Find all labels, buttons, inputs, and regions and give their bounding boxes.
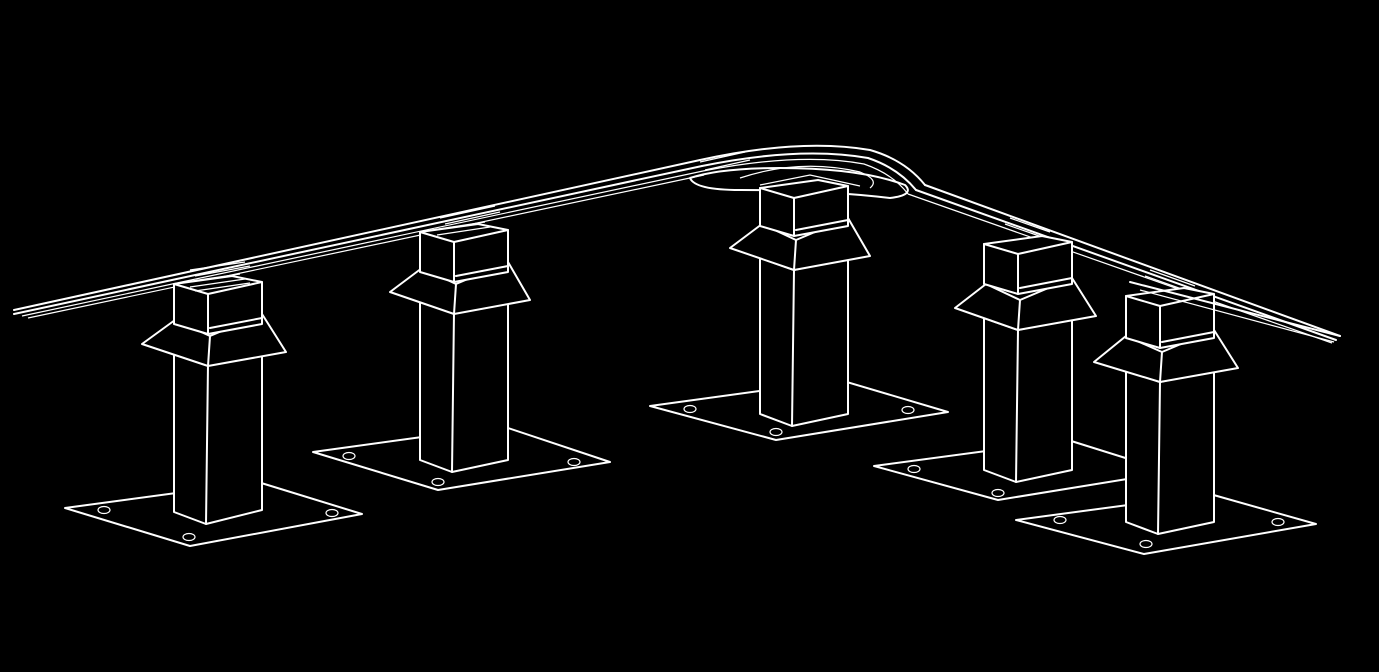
column: [983, 317, 1073, 483]
column: [173, 351, 263, 525]
collar: [1093, 329, 1239, 383]
collar: [729, 217, 871, 271]
post-2: [312, 221, 611, 491]
post-1: [64, 273, 363, 547]
column: [759, 257, 849, 427]
post-3: [649, 179, 949, 441]
post-5: [1015, 287, 1317, 555]
column: [1125, 369, 1215, 535]
column: [419, 299, 509, 473]
post-4: [873, 235, 1171, 501]
overhead-rail-front: [1129, 281, 1341, 343]
collar: [954, 277, 1097, 331]
